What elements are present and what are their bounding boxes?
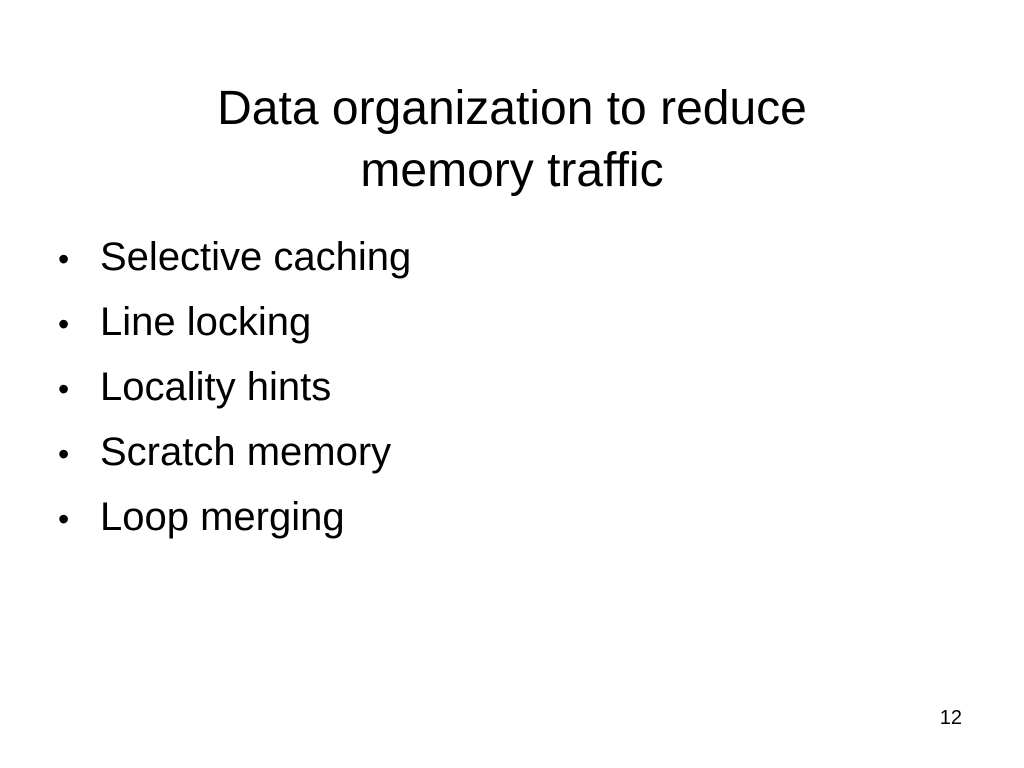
bullet-icon: • <box>58 501 70 537</box>
bullet-text: Loop merging <box>100 495 345 539</box>
bullet-icon: • <box>58 436 70 472</box>
bullet-icon: • <box>58 241 70 277</box>
slide-title: Data organization to reduce memory traff… <box>0 78 1024 202</box>
bullet-text: Line locking <box>100 300 312 344</box>
bullet-icon: • <box>58 371 70 407</box>
bullet-icon: • <box>58 306 70 342</box>
bullet-text: Selective caching <box>100 235 412 279</box>
bullet-item-locality-hints: • Locality hints <box>58 356 411 421</box>
bullet-list: • Selective caching • Line locking • Loc… <box>58 226 411 551</box>
slide-title-line-2: memory traffic <box>360 144 664 198</box>
slide-number: 12 <box>939 707 962 729</box>
bullet-text: Locality hints <box>100 365 332 409</box>
bullet-item-line-locking: • Line locking <box>58 291 411 356</box>
bullet-item-loop-merging: • Loop merging <box>58 486 411 551</box>
slide-title-line-1: Data organization to reduce <box>217 82 807 136</box>
bullet-item-scratch-memory: • Scratch memory <box>58 421 411 486</box>
bullet-text: Scratch memory <box>100 430 392 474</box>
bullet-item-selective-caching: • Selective caching <box>58 226 411 291</box>
